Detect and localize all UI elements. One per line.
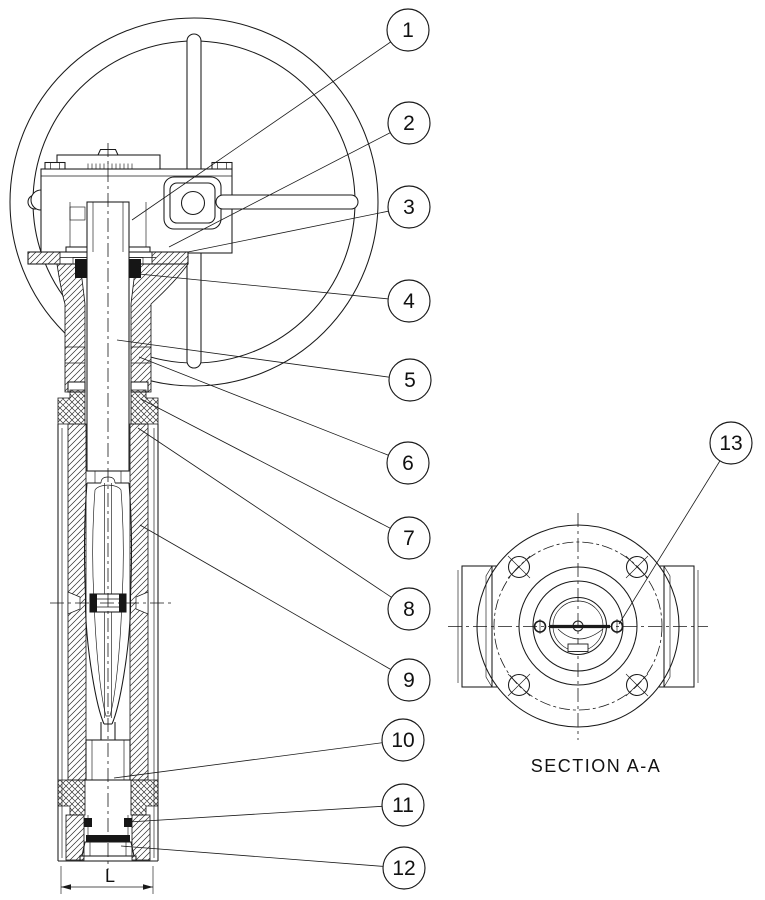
- svg-text:9: 9: [403, 669, 415, 692]
- callout-balloon-3: 3: [387, 185, 431, 229]
- callout-balloon-2: 2: [387, 101, 431, 145]
- lower-packing: [57, 779, 159, 816]
- callout-balloon-4: 4: [387, 279, 431, 323]
- bolt-circle: [493, 541, 663, 711]
- section-view: [448, 513, 708, 740]
- callout-balloon-12: 12: [382, 846, 426, 890]
- side-lug-right: [659, 565, 699, 688]
- packing-upper-right: [130, 389, 159, 425]
- seat-pocket-right: [135, 591, 149, 615]
- svg-text:7: 7: [403, 527, 415, 550]
- dimension-L: L: [60, 866, 154, 894]
- dim-arrow-right: [143, 884, 153, 890]
- flange-bolt-holes: [507, 555, 649, 697]
- packing-upper-left: [57, 389, 86, 425]
- gearbox-boss-inner: [169, 182, 216, 224]
- leader-lines: [113, 29, 732, 869]
- svg-text:10: 10: [391, 729, 414, 752]
- gearbox-cover: [56, 154, 161, 170]
- section-label: SECTION A-A: [531, 756, 662, 776]
- leader-line-6: [138, 356, 409, 464]
- svg-text:13: 13: [719, 432, 742, 455]
- bonnet-wall-left: [56, 263, 86, 393]
- svg-text:8: 8: [403, 598, 415, 621]
- leader-line-13: [618, 442, 732, 625]
- stem-packing-ring-left: [75, 259, 87, 278]
- callout-balloon-13: 13: [709, 421, 753, 465]
- svg-text:4: 4: [403, 290, 415, 313]
- svg-text:2: 2: [403, 112, 415, 135]
- leader-line-3: [187, 206, 410, 253]
- gearbox-cover-knurl: [87, 163, 133, 169]
- gearbox: [30, 148, 359, 254]
- leader-line-9: [139, 524, 410, 681]
- svg-text:5: 5: [404, 369, 416, 392]
- side-lug-left: [457, 565, 497, 688]
- leader-line-11: [128, 804, 404, 823]
- svg-text:3: 3: [403, 196, 415, 219]
- callout-balloon-5: 5: [388, 358, 432, 402]
- leader-line-5: [116, 339, 411, 381]
- stem-packing-ring-right: [129, 259, 141, 278]
- packing-lower-right: [130, 779, 159, 816]
- leader-line-1: [131, 29, 409, 221]
- callout-balloon-8: 8: [387, 587, 431, 631]
- callout-balloon-6: 6: [386, 441, 430, 485]
- svg-text:1: 1: [402, 19, 414, 42]
- leader-line-4: [138, 273, 410, 302]
- gearbox-bolt-left: [44, 161, 66, 170]
- centerlines: [50, 143, 172, 870]
- callout-balloon-7: 7: [387, 516, 431, 560]
- gearbox-shaft-bore: [180, 190, 206, 216]
- seat-pocket-left: [67, 591, 81, 615]
- dimension-label: L: [105, 866, 115, 886]
- svg-text:12: 12: [392, 857, 415, 880]
- flange-outer-circle: [476, 524, 680, 728]
- gearbox-bolt-right: [211, 161, 233, 170]
- handwheel-spoke-right: [215, 194, 359, 210]
- leader-line-2: [168, 122, 410, 248]
- leader-line-7: [140, 398, 410, 539]
- leader-line-8: [137, 427, 410, 610]
- callout-balloon-10: 10: [381, 718, 425, 762]
- dim-arrow-left: [61, 884, 71, 890]
- svg-text:11: 11: [392, 794, 414, 817]
- callout-balloon-1: 1: [386, 8, 430, 52]
- leader-line-12: [120, 845, 405, 869]
- leader-line-10: [113, 739, 404, 779]
- callout-balloon-9: 9: [387, 658, 431, 702]
- callout-balloon-11: 11: [381, 783, 425, 827]
- keyway: [567, 643, 589, 652]
- svg-text:6: 6: [402, 452, 414, 475]
- stuffing-box: [57, 381, 159, 425]
